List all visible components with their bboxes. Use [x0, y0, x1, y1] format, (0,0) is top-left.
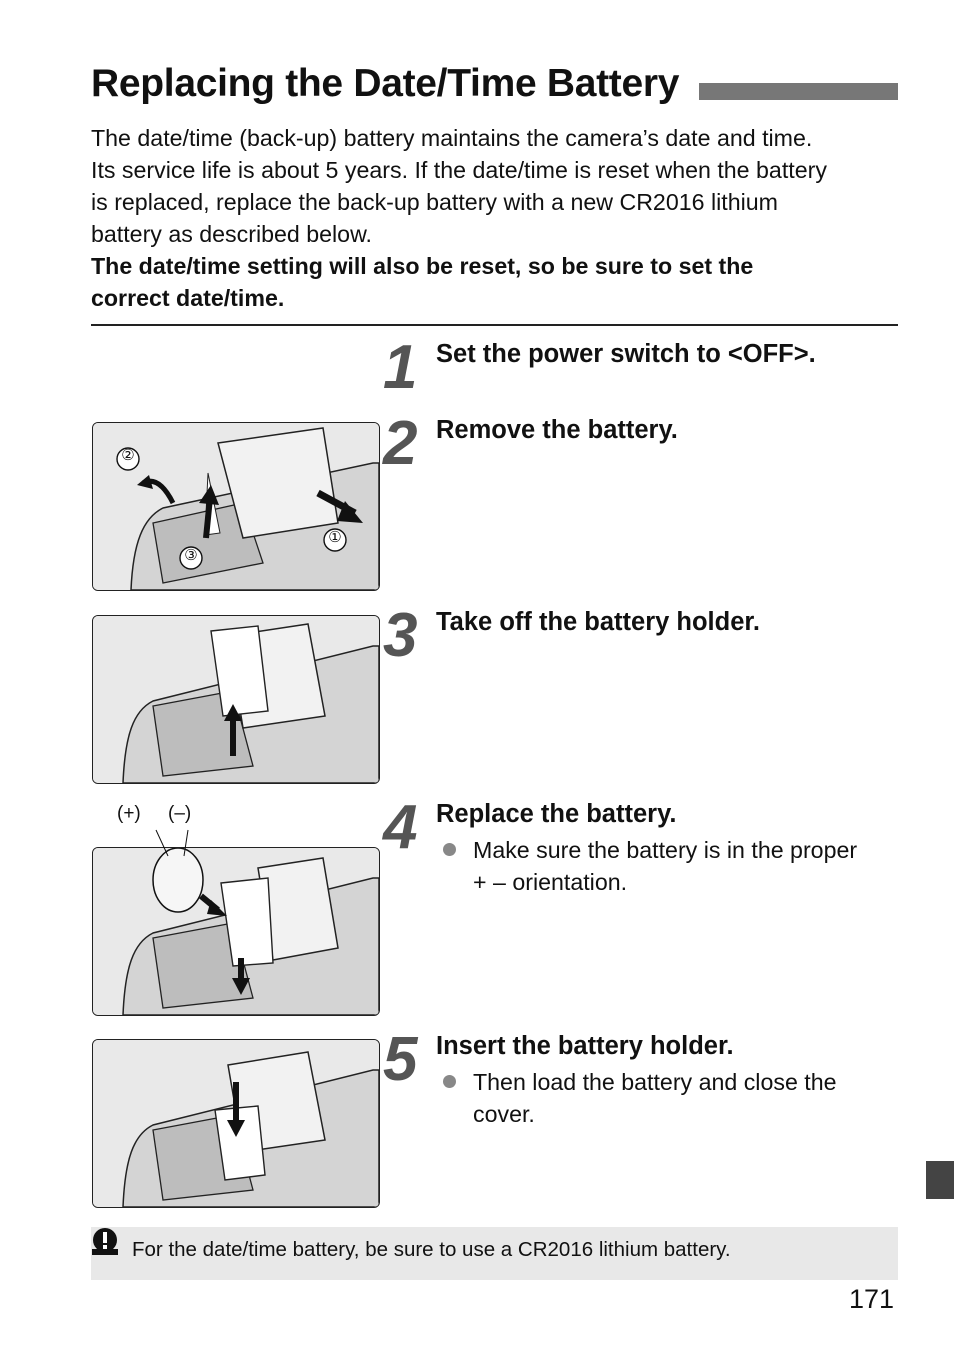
caution-text: For the date/time battery, be sure to us…: [132, 1238, 731, 1261]
title-decor-bar: [699, 83, 898, 100]
step-number-4: 4: [383, 793, 418, 862]
callout-3: ③: [184, 547, 198, 564]
step-heading-5: Insert the battery holder.: [436, 1032, 734, 1060]
bullet-dot: [443, 843, 456, 856]
section-tab: [926, 1161, 954, 1199]
divider: [91, 324, 898, 326]
illustration-replace-battery: [92, 847, 380, 1016]
illustration-remove-battery: [92, 422, 380, 591]
step-number-3: 3: [383, 601, 418, 670]
polarity-leader-lines: [155, 829, 189, 857]
step-heading-1: Set the power switch to <OFF>.: [436, 340, 816, 368]
illustration-take-off-holder: [92, 615, 380, 784]
step-number-5: 5: [383, 1025, 418, 1094]
callout-1: ①: [328, 529, 342, 546]
bullet-dot: [443, 1075, 456, 1088]
minus-label: (–): [168, 803, 192, 824]
step-heading-3: Take off the battery holder.: [436, 608, 761, 636]
caution-icon: [92, 1228, 118, 1255]
callout-2: ②: [121, 447, 135, 464]
step-heading-2: Remove the battery.: [436, 416, 678, 444]
page-number: 171: [849, 1284, 895, 1314]
plus-label: (+): [117, 803, 141, 824]
step-heading-4: Replace the battery.: [436, 800, 677, 828]
step-number-2: 2: [383, 409, 418, 478]
caution-box: [91, 1227, 898, 1280]
polarity-labels: (+) (–): [117, 803, 191, 825]
warning-paragraph: The date/time setting will also be reset…: [91, 253, 754, 311]
page-title: Replacing the Date/Time Battery: [91, 62, 680, 105]
intro-paragraph: The date/time (back-up) battery maintain…: [91, 125, 827, 247]
step-number-1: 1: [383, 333, 418, 402]
illustration-insert-holder: [92, 1039, 380, 1208]
